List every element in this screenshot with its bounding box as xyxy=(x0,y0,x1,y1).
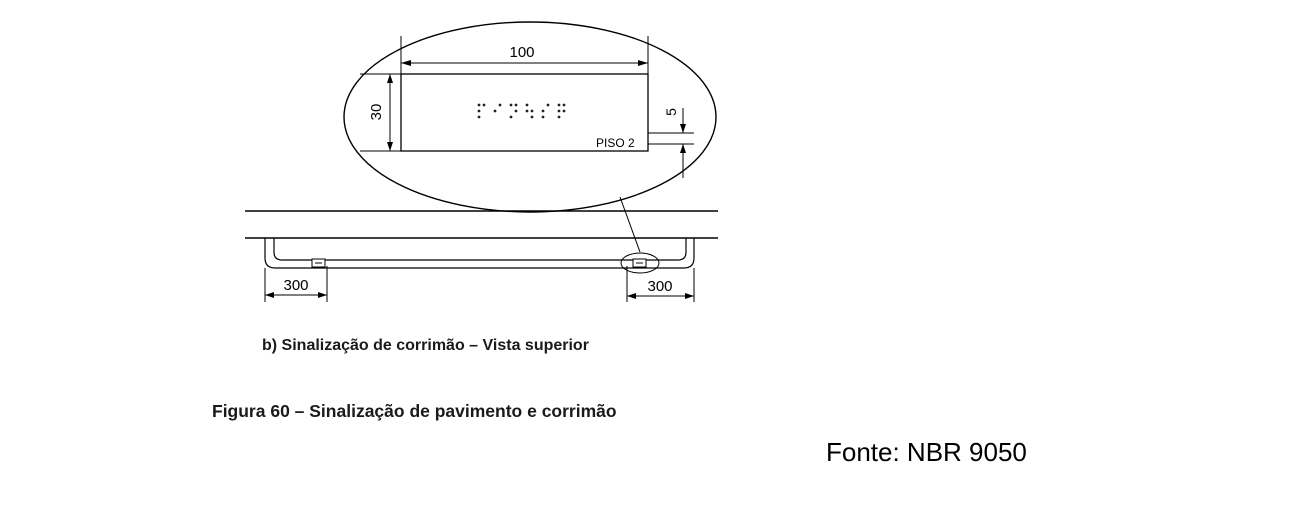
dimension-right xyxy=(626,266,695,302)
floor-label: PISO 2 xyxy=(596,136,635,150)
braille-dot xyxy=(562,103,566,107)
braille-dot xyxy=(477,115,481,119)
braille-dot xyxy=(557,109,561,113)
braille-text xyxy=(477,103,566,119)
braille-dot xyxy=(509,115,513,119)
braille-dot xyxy=(546,103,550,107)
handrail-inner xyxy=(273,238,687,261)
braille-dot xyxy=(477,109,481,113)
braille-dot xyxy=(541,109,545,113)
braille-dot xyxy=(530,115,534,119)
dimension-height-label: 30 xyxy=(368,104,385,121)
dimension-right-label: 300 xyxy=(647,278,672,295)
braille-dot xyxy=(477,103,481,107)
detail-leader-line xyxy=(619,196,641,253)
source-note: Fonte: NBR 9050 xyxy=(826,437,1027,467)
braille-dot xyxy=(525,109,529,113)
braille-dot xyxy=(557,115,561,119)
detail-marker-circle xyxy=(620,252,660,274)
dimension-left-label: 300 xyxy=(283,277,308,294)
braille-dot xyxy=(525,103,529,107)
braille-dot xyxy=(514,103,518,107)
sign-plate xyxy=(400,73,649,152)
dimension-left xyxy=(264,266,328,302)
braille-dot xyxy=(514,109,518,113)
dimension-width xyxy=(400,36,649,74)
braille-dot xyxy=(498,103,502,107)
braille-dot xyxy=(541,115,545,119)
dimension-offset-label: 5 xyxy=(663,108,679,116)
braille-dot xyxy=(557,103,561,107)
dimension-width-label: 100 xyxy=(509,44,534,61)
braille-dot xyxy=(562,109,566,113)
figure-caption: Figura 60 – Sinalização de pavimento e c… xyxy=(212,401,617,421)
diagram-subtitle: b) Sinalização de corrimão – Vista super… xyxy=(262,337,589,354)
braille-dot xyxy=(509,103,513,107)
dimension-height xyxy=(360,73,401,152)
braille-dot xyxy=(493,109,497,113)
dimension-offset xyxy=(648,108,694,178)
detail-ellipse xyxy=(343,21,717,213)
handrail-outer xyxy=(264,238,695,269)
braille-dot xyxy=(530,109,534,113)
braille-dot xyxy=(482,103,486,107)
